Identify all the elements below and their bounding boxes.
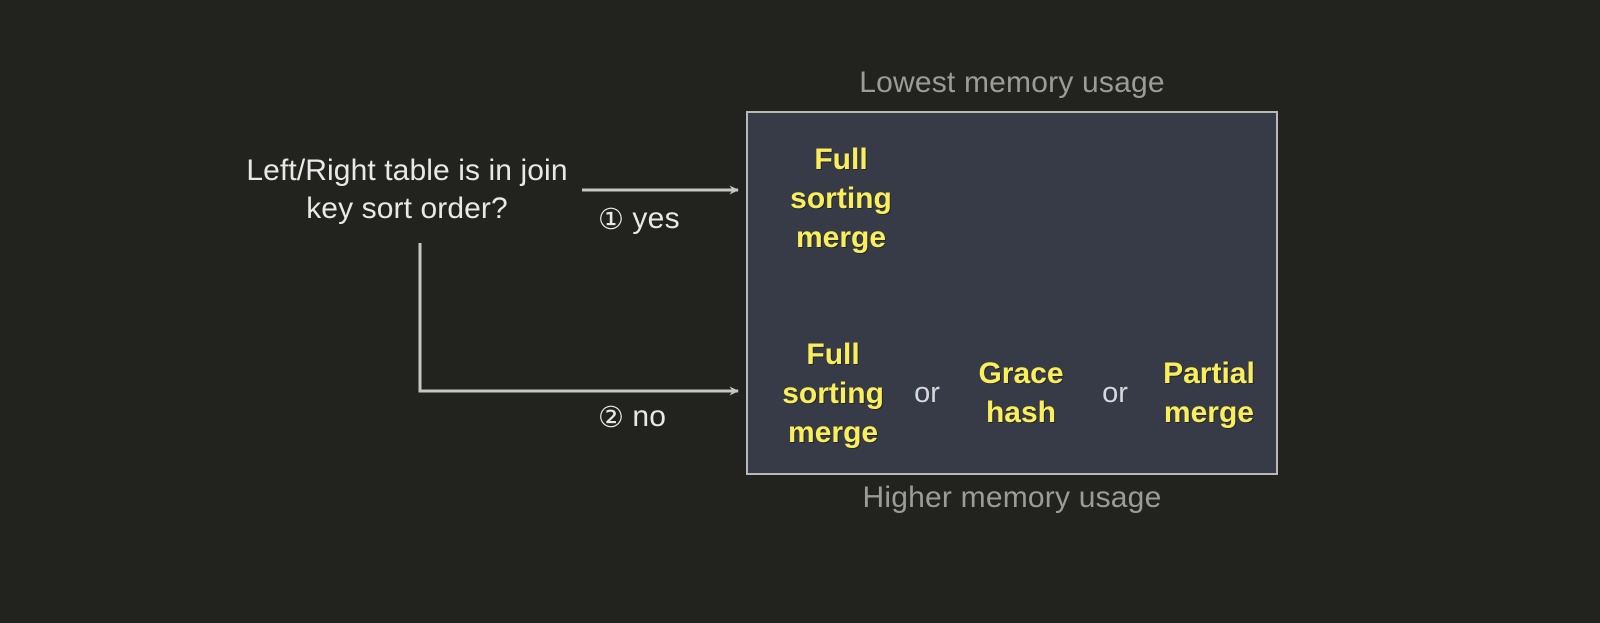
branch-word-yes: yes: [632, 202, 680, 235]
caption-lowest-memory: Lowest memory usage: [859, 66, 1165, 99]
strategy-row-sorted: Full sorting merge: [748, 133, 1276, 263]
option-partial-merge: Partial merge: [1163, 357, 1255, 429]
decision-question: Left/Right table is in join key sort ord…: [246, 154, 568, 226]
circled-two-icon: ②: [598, 400, 625, 434]
or-separator-2: or: [1102, 376, 1128, 409]
option-full-sorting-merge-sorted: Full sorting merge: [790, 142, 892, 254]
branch-word-no: no: [632, 400, 667, 433]
join-strategy-box: Full sorting merge Full sorting merge or…: [746, 111, 1278, 475]
strategy-row-unsorted: Full sorting merge or Grace hash or Part…: [748, 328, 1276, 458]
option-grace-hash: Grace hash: [978, 357, 1064, 429]
caption-higher-memory: Higher memory usage: [862, 481, 1162, 514]
circled-one-icon: ①: [598, 202, 625, 236]
connector-no: [418, 243, 739, 396]
option-full-sorting-merge-unsorted: Full sorting merge: [782, 337, 884, 449]
or-separator-1: or: [914, 376, 940, 409]
